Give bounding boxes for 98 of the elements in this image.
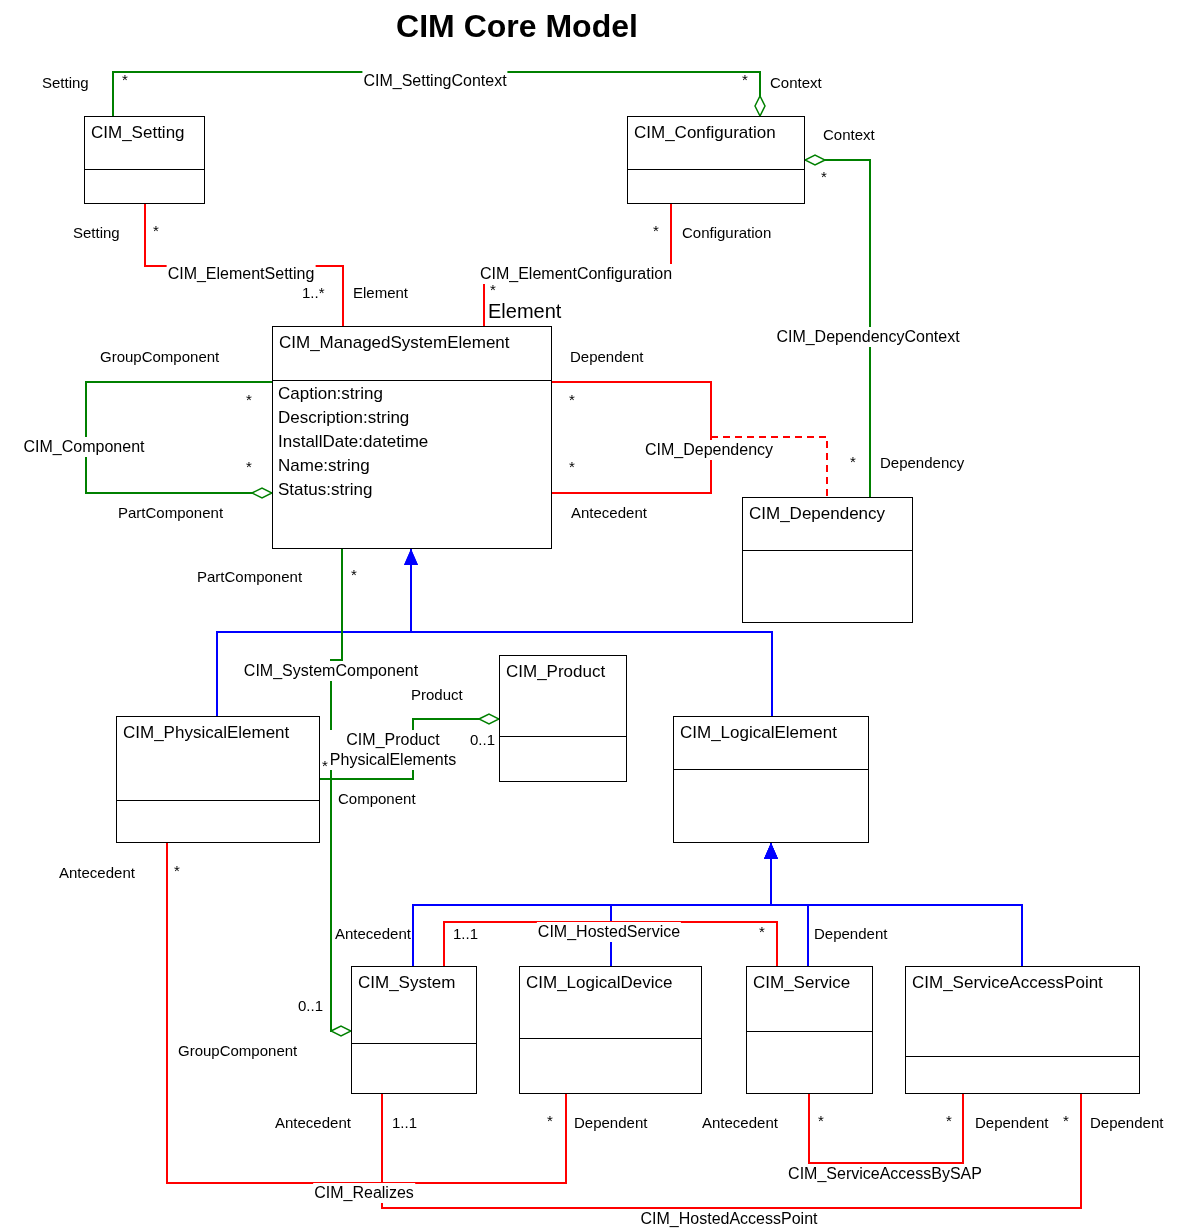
role-label: PartComponent (118, 504, 224, 522)
class-box (673, 716, 869, 843)
role-label: Dependent (574, 1114, 648, 1132)
multiplicity-label: * (569, 458, 575, 476)
association-line (166, 842, 567, 1184)
attribute-text: Caption:string (278, 384, 383, 404)
edge-label: CIM_DependencyContext (775, 327, 961, 347)
role-label: Context (770, 74, 822, 92)
association-line (330, 548, 352, 1037)
edge-label: CIM_HostedService (536, 922, 682, 942)
role-label: GroupComponent (178, 1042, 298, 1060)
association-line (710, 436, 828, 498)
inheritance-arrow (764, 842, 1023, 967)
multiplicity-label: 1..1 (392, 1114, 418, 1132)
role-label: Setting (42, 74, 89, 92)
role-label: Configuration (682, 224, 772, 242)
role-label: Dependent (570, 348, 644, 366)
role-label: Antecedent (275, 1114, 351, 1132)
edge-label: CIM_ElementSetting (166, 264, 316, 284)
role-label: Antecedent (59, 864, 135, 882)
diagram-title: CIM Core Model (395, 8, 639, 45)
attribute-text: Name:string (278, 456, 370, 476)
multiplicity-label: * (759, 923, 765, 941)
edge-label: CIM_Component (22, 437, 146, 457)
association-line (443, 921, 778, 967)
class-name: CIM_Product (506, 662, 606, 682)
association-line (804, 154, 871, 498)
role-label: Dependent (975, 1114, 1049, 1132)
edge-label: CIM_Dependency (643, 440, 775, 460)
multiplicity-label: * (821, 168, 827, 186)
association-line (551, 381, 712, 494)
role-label: Antecedent (702, 1114, 778, 1132)
multiplicity-label: * (850, 453, 856, 471)
class-box (519, 966, 702, 1094)
multiplicity-label: * (946, 1112, 952, 1130)
class-name: CIM_Dependency (749, 504, 886, 524)
edge-label: CIM_SettingContext (362, 71, 508, 91)
multiplicity-label: * (653, 222, 659, 240)
class-name: CIM_LogicalDevice (526, 973, 673, 993)
multiplicity-label: * (246, 458, 252, 476)
multiplicity-label: 1..* (302, 284, 325, 302)
class-name: CIM_Service (753, 973, 851, 993)
role-label: Antecedent (571, 504, 647, 522)
class-name: CIM_System (358, 973, 456, 993)
class-name: CIM_ServiceAccessPoint (912, 973, 1103, 993)
class-box (84, 116, 205, 204)
multiplicity-label: * (153, 222, 159, 240)
attribute-text: Status:string (278, 480, 373, 500)
role-label: Dependency (880, 454, 965, 472)
attribute-text: InstallDate:datetime (278, 432, 429, 452)
edge-label: CIM_SystemComponent (242, 661, 420, 681)
multiplicity-label: 1..1 (453, 925, 479, 943)
multiplicity-label: * (246, 391, 252, 409)
multiplicity-label: * (547, 1112, 553, 1130)
multiplicity-label: * (1063, 1112, 1069, 1130)
class-name: CIM_Setting (91, 123, 185, 143)
role-label: Context (823, 126, 875, 144)
edge-label: CIM_HostedAccessPoint (639, 1209, 819, 1229)
class-box (351, 966, 477, 1094)
class-box (116, 716, 320, 843)
multiplicity-label: * (569, 391, 575, 409)
class-name: CIM_Configuration (634, 123, 776, 143)
association-line (85, 381, 273, 499)
association-line (381, 1093, 1082, 1209)
role-label: GroupComponent (100, 348, 220, 366)
attribute-text: Description:string (278, 408, 410, 428)
edge-label: CIM_ElementConfiguration (478, 264, 674, 284)
class-box (627, 116, 805, 204)
edge-label: CIM_Realizes (313, 1183, 415, 1203)
class-box (742, 497, 913, 623)
role-label: Dependent (814, 925, 888, 943)
role-label: Element (488, 302, 562, 320)
multiplicity-label: * (351, 566, 357, 584)
role-label: Antecedent (335, 925, 411, 943)
class-name: CIM_ManagedSystemElement (279, 333, 510, 353)
multiplicity-label: 0..1 (298, 997, 324, 1015)
role-label: Setting (73, 224, 120, 242)
multiplicity-label: 0..1 (470, 731, 496, 749)
multiplicity-label: * (122, 71, 128, 89)
role-label: Component (338, 790, 416, 808)
role-label: PartComponent (197, 568, 303, 586)
association-line (808, 1093, 964, 1164)
class-name: CIM_LogicalElement (680, 723, 837, 743)
multiplicity-label: * (818, 1112, 824, 1130)
class-box (905, 966, 1140, 1094)
multiplicity-label: * (742, 71, 748, 89)
class-name: CIM_PhysicalElement (123, 723, 290, 743)
class-box (272, 326, 552, 549)
inheritance-arrow (404, 548, 773, 717)
role-label: Product (411, 686, 463, 704)
edge-label: CIM_ServiceAccessBySAP (787, 1164, 983, 1184)
multiplicity-label: * (322, 757, 328, 775)
role-label: Dependent (1090, 1114, 1164, 1132)
role-label: Element (353, 284, 409, 302)
class-box (746, 966, 873, 1094)
class-box (499, 655, 627, 782)
multiplicity-label: * (174, 862, 180, 880)
multiplicity-label: * (490, 281, 496, 299)
